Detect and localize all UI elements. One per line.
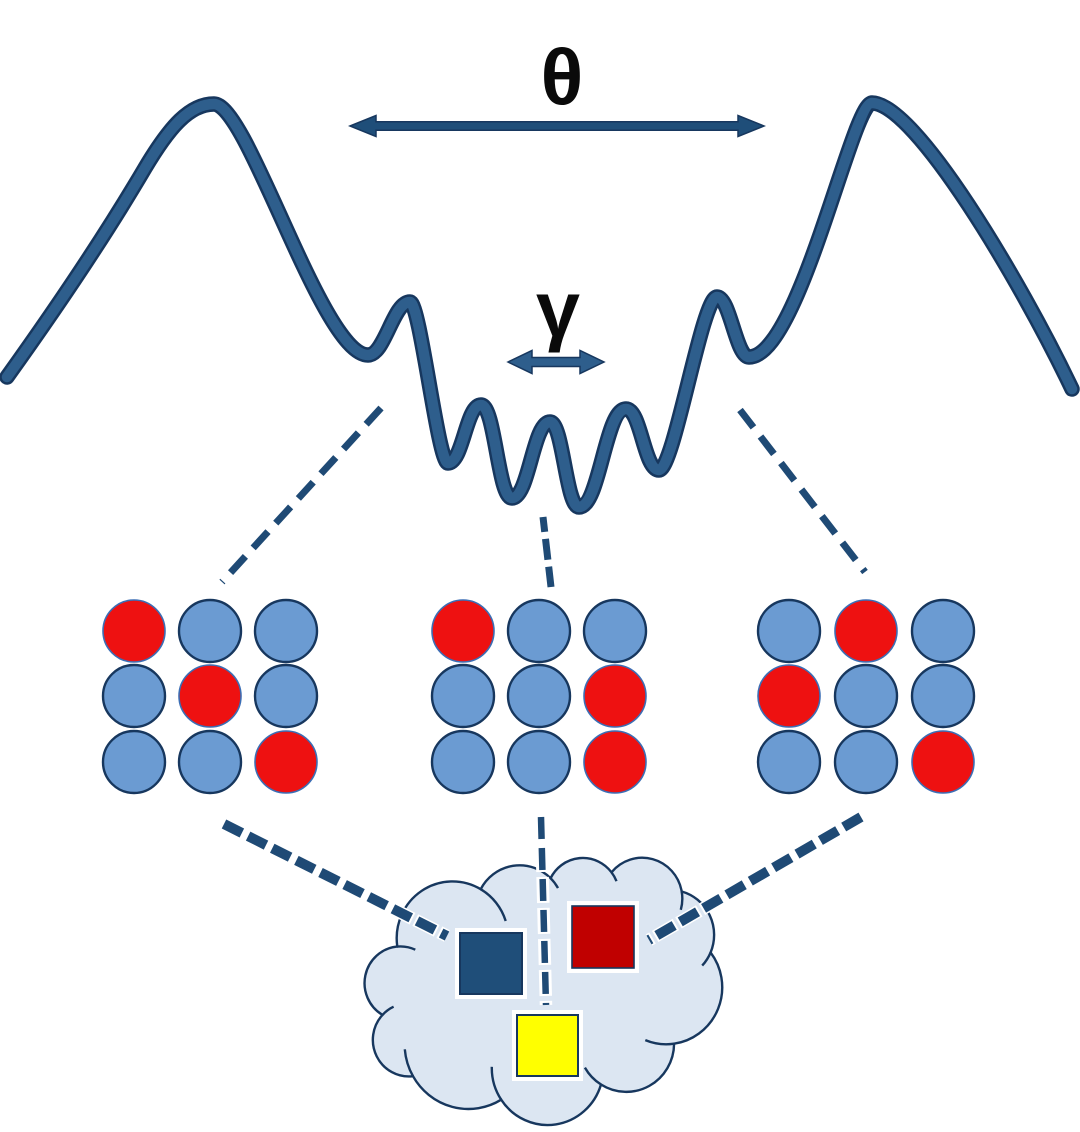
svg-text:γ: γ <box>536 264 580 353</box>
svg-text:θ: θ <box>541 32 584 121</box>
